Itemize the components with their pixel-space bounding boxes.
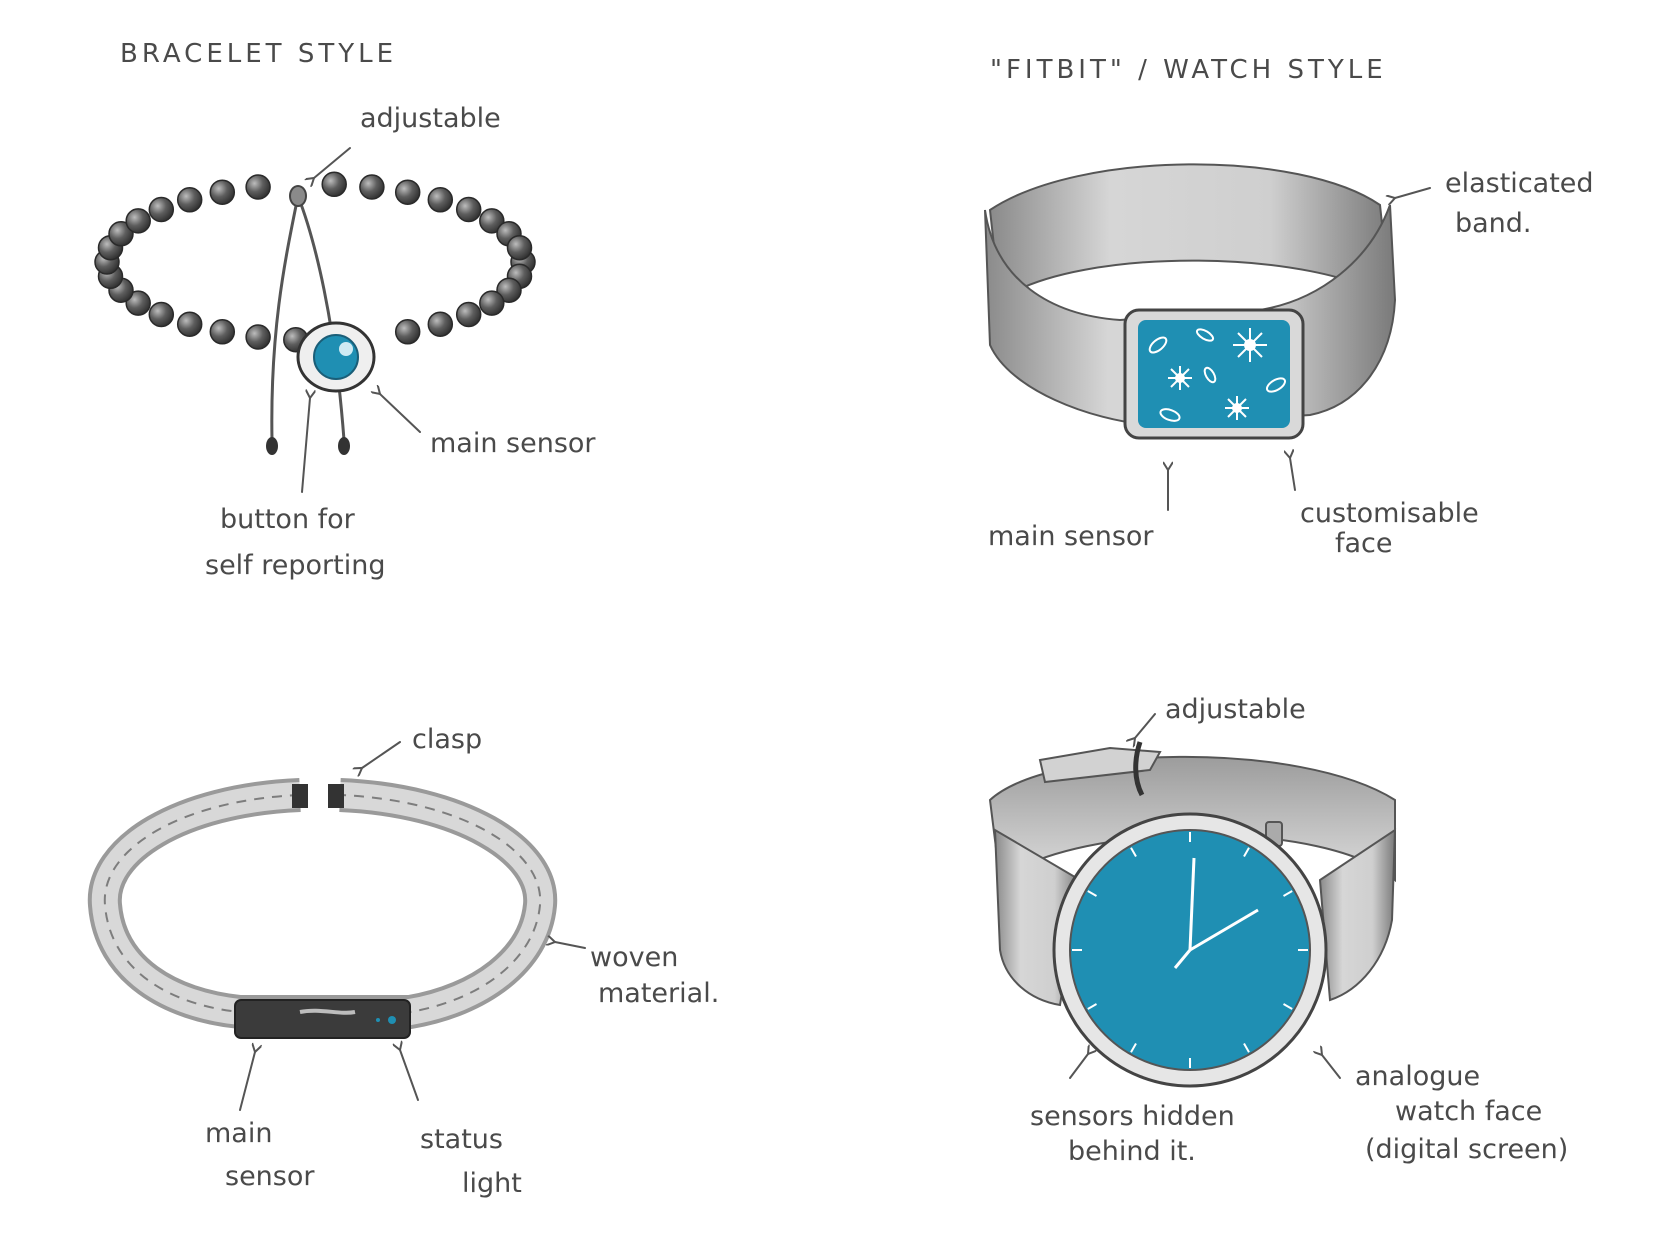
- bead: [245, 174, 271, 200]
- label-clasp: clasp: [412, 724, 482, 755]
- label-fitbit-sensor: main sensor: [988, 521, 1154, 552]
- bead: [455, 301, 482, 328]
- bead: [506, 234, 533, 261]
- arrow-button: [301, 398, 310, 493]
- arrow-status-light: [400, 1050, 419, 1101]
- minute-hand: [1188, 857, 1196, 951]
- bead: [479, 208, 505, 234]
- sensor-shine: [299, 1008, 356, 1015]
- hour-tick: [1087, 890, 1097, 897]
- bead: [108, 221, 134, 247]
- cord-end-right: [338, 437, 350, 455]
- label-woven-line1: woven: [590, 942, 678, 973]
- label-status-line1: status: [420, 1124, 503, 1155]
- hour-tick: [1283, 890, 1293, 897]
- bead: [209, 319, 236, 345]
- label-woven-sensor-line1: main: [205, 1118, 272, 1149]
- arrow-main-sensor: [380, 394, 421, 433]
- arrow-watch-adjustable: [1135, 713, 1156, 738]
- sensor-highlight: [339, 342, 353, 356]
- label-face-line2: face: [1335, 528, 1393, 559]
- bead: [176, 187, 203, 213]
- bead: [245, 324, 271, 350]
- label-face-analogue-line3: (digital screen): [1365, 1134, 1568, 1165]
- bead: [148, 196, 175, 223]
- label-face-analogue-line2: watch face: [1395, 1096, 1542, 1127]
- clasp-left: [292, 784, 308, 808]
- analogue-watch-sketch: adjustable sensors hidden behind it. ana…: [988, 694, 1568, 1167]
- bead: [125, 208, 151, 234]
- label-band-line2: band.: [1455, 208, 1532, 239]
- bead: [496, 277, 522, 303]
- hour-hand: [1189, 908, 1259, 952]
- bead: [394, 319, 421, 345]
- flower-pattern: [1148, 328, 1287, 422]
- label-sensors-line1: sensors hidden: [1030, 1101, 1235, 1132]
- label-woven-sensor-line2: sensor: [225, 1161, 315, 1192]
- label-status-line2: light: [462, 1168, 522, 1199]
- arrow-face: [1290, 458, 1296, 491]
- bead: [455, 196, 482, 223]
- bead: [176, 311, 203, 337]
- woven-band-inner: [91, 782, 554, 1025]
- woven-band-sketch: clasp woven material. main sensor status…: [87, 724, 719, 1199]
- label-button-line1: button for: [220, 504, 356, 535]
- bead: [479, 290, 505, 316]
- label-main-sensor: main sensor: [430, 428, 596, 459]
- hour-tick: [1243, 1043, 1250, 1053]
- strap-tail: [1038, 746, 1162, 784]
- bead: [359, 174, 385, 200]
- hour-ticks: [1072, 832, 1308, 1068]
- arrow-woven-sensor: [239, 1052, 255, 1111]
- elastic-band-back: [988, 163, 1392, 303]
- bead: [125, 290, 151, 316]
- bead-ring: [94, 171, 536, 353]
- cord-end-left: [266, 437, 278, 455]
- label-band-line1: elasticated: [1445, 168, 1594, 199]
- bracelet-sketch: BRACELET STYLE adjustable main sensor bu…: [94, 39, 596, 581]
- cord-right: [296, 194, 346, 442]
- hour-tick: [1243, 847, 1250, 857]
- fitbit-sketch: "FITBIT" / WATCH STYLE elasticated band.…: [984, 55, 1594, 559]
- hour-tick: [1130, 1043, 1137, 1053]
- label-woven-line2: material.: [598, 978, 719, 1009]
- adjustable-keeper: [1133, 741, 1145, 797]
- label-sensors-line2: behind it.: [1068, 1136, 1196, 1167]
- arrow-hidden-sensors: [1069, 1054, 1088, 1079]
- bead: [321, 171, 347, 198]
- status-light-small: [376, 1018, 380, 1022]
- bead: [209, 179, 236, 205]
- adjustable-knot: [289, 185, 307, 207]
- label-adjustable: adjustable: [360, 103, 501, 134]
- label-face-analogue-line1: analogue: [1355, 1061, 1480, 1092]
- label-button-line2: self reporting: [205, 550, 385, 581]
- hour-tick: [1283, 1003, 1293, 1010]
- woven-main-sensor: [234, 999, 411, 1039]
- status-light: [388, 1016, 396, 1024]
- bead: [427, 311, 454, 337]
- bead: [427, 187, 454, 213]
- arrow-analogue-face: [1322, 1055, 1341, 1079]
- bracelet-title: BRACELET STYLE: [120, 39, 397, 69]
- arrow-clasp: [362, 741, 401, 768]
- label-watch-adjustable: adjustable: [1165, 694, 1306, 725]
- arrow-band: [1395, 187, 1431, 198]
- hour-tick: [1130, 847, 1137, 857]
- hour-tick: [1087, 1003, 1097, 1010]
- sensor-button: [313, 334, 359, 380]
- bead: [394, 179, 421, 205]
- clasp-right: [328, 784, 344, 808]
- bead: [148, 301, 175, 328]
- fitbit-title: "FITBIT" / WATCH STYLE: [990, 55, 1387, 85]
- arrow-adjustable: [314, 147, 351, 178]
- arrow-woven: [555, 942, 586, 949]
- label-face-line1: customisable: [1300, 498, 1479, 529]
- hand-tail: [1173, 949, 1192, 969]
- watch-strap-right: [1318, 828, 1397, 1002]
- cord-left: [270, 194, 300, 442]
